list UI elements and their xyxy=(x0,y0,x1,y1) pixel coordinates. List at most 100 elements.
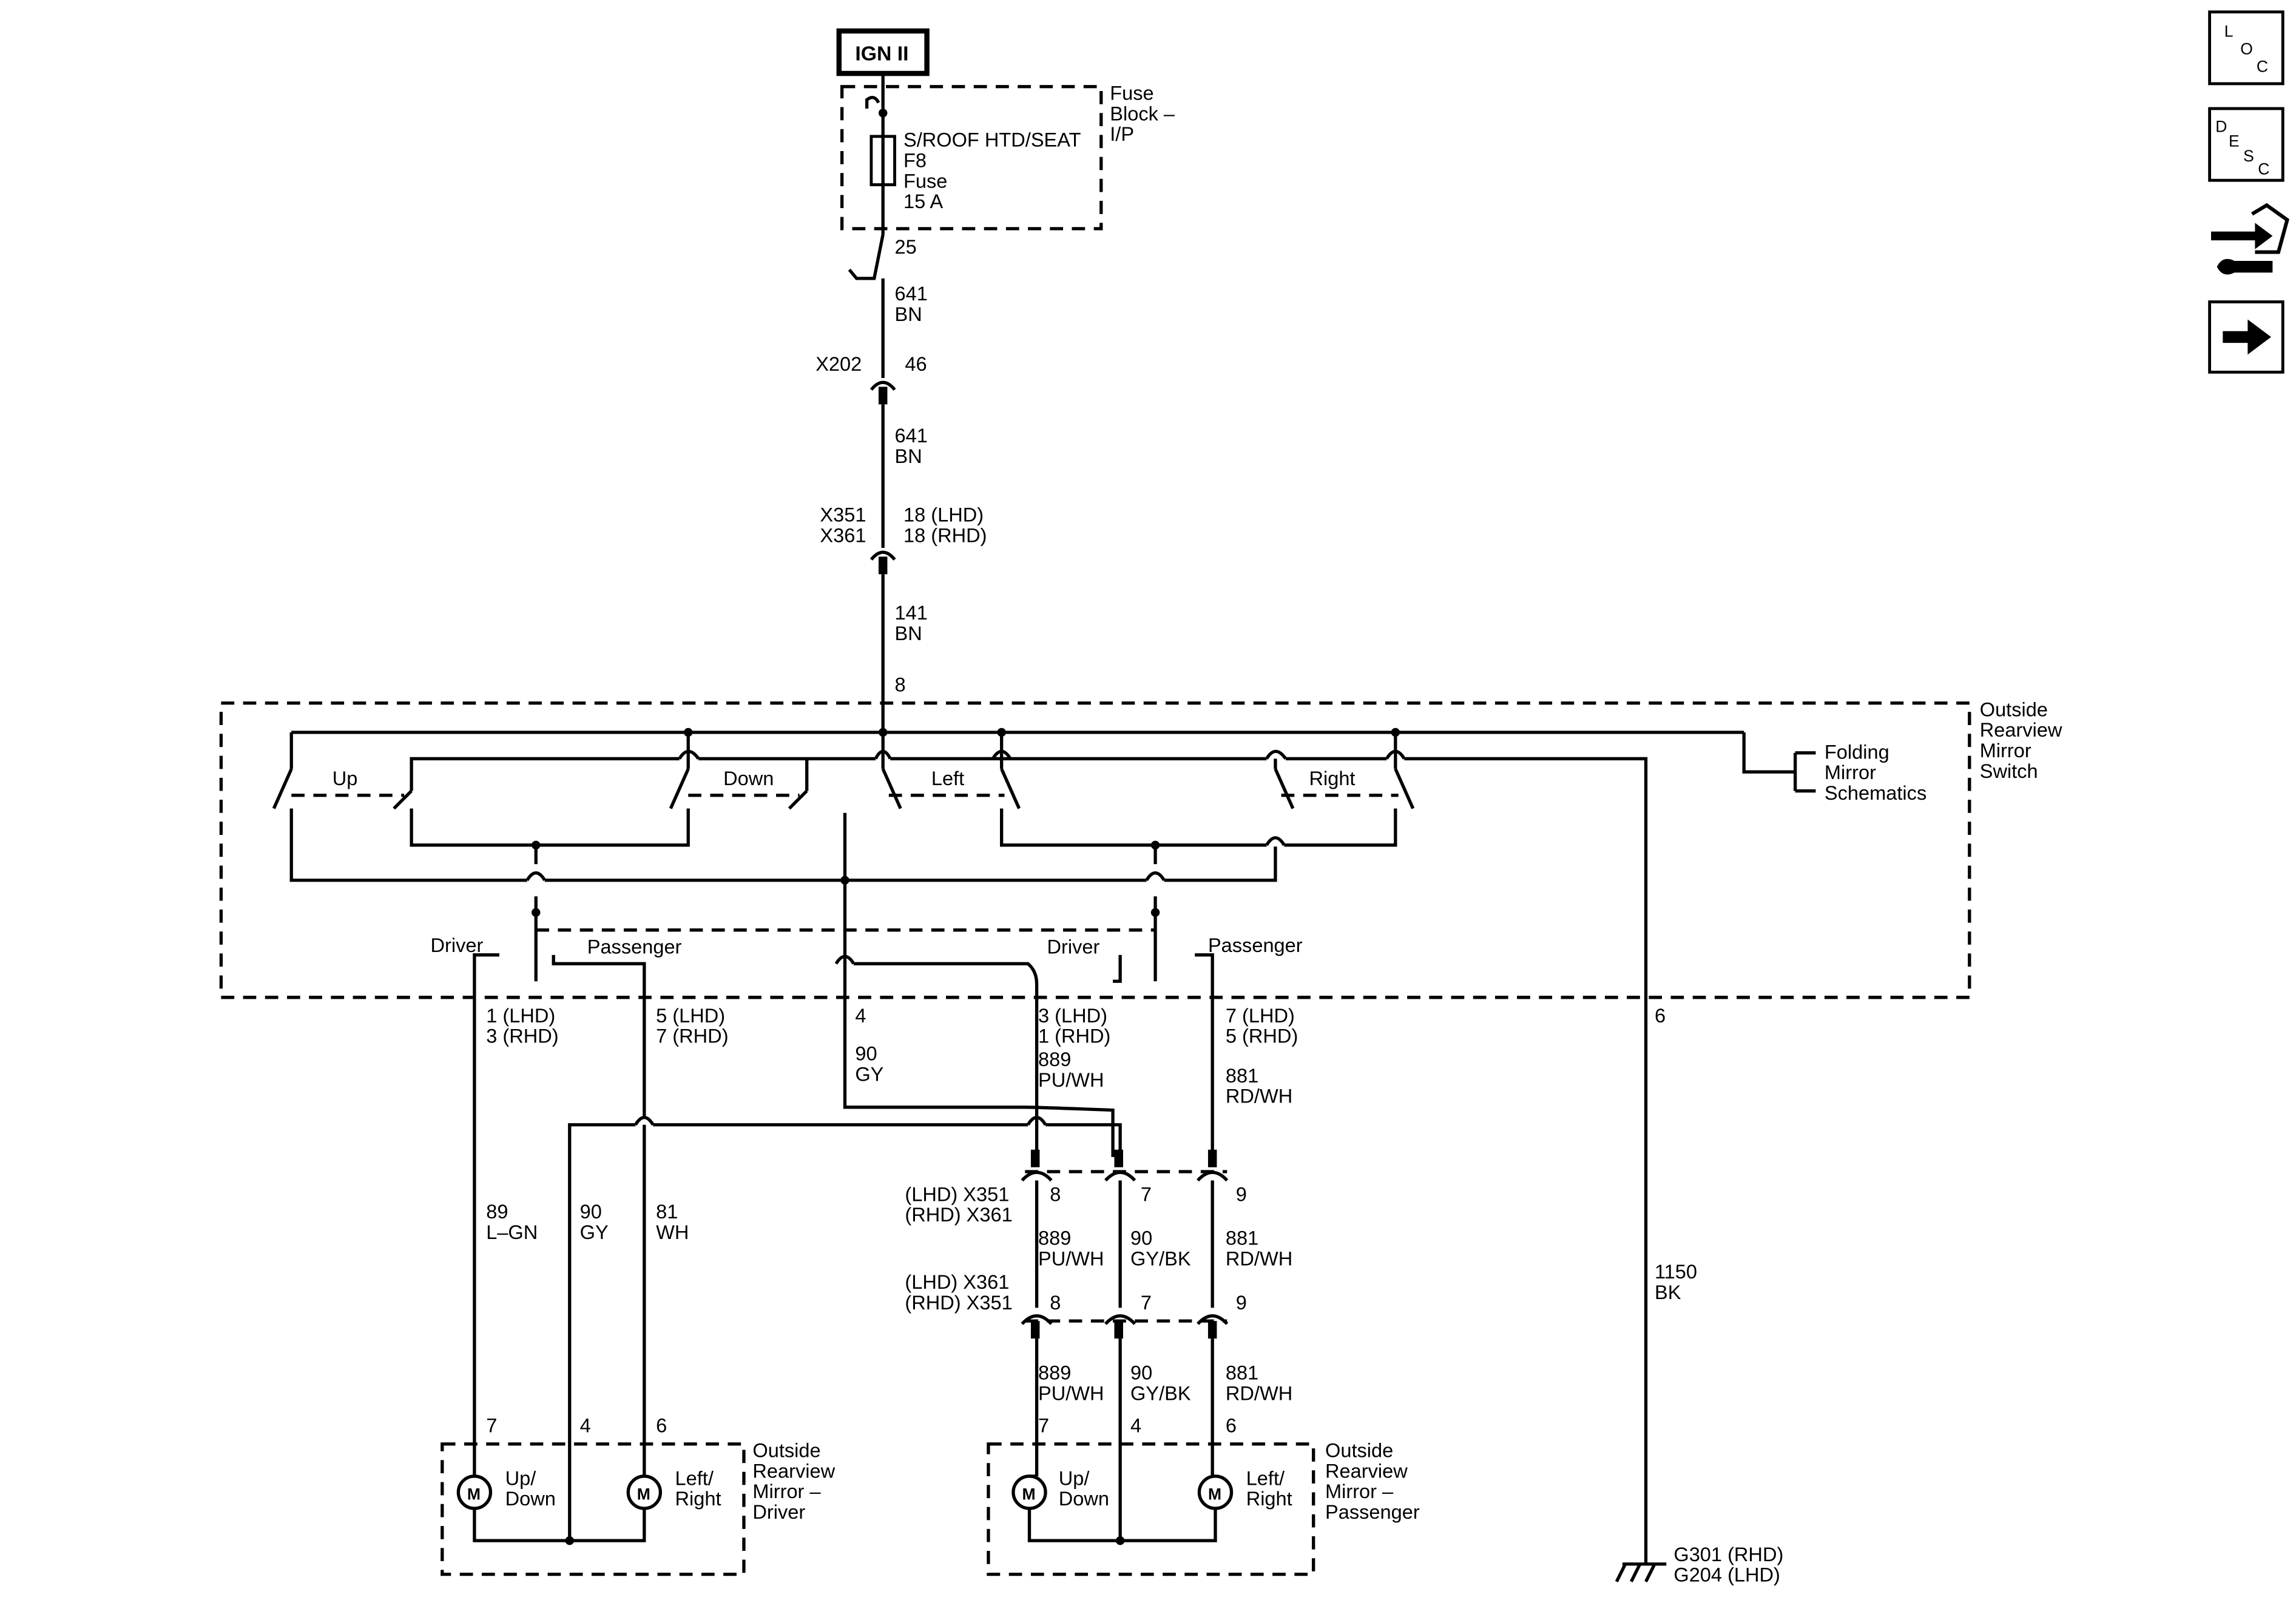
selector-driver-2: Driver xyxy=(1047,936,1099,957)
switch-up-label: Up xyxy=(333,768,358,789)
desc-letter-c: C xyxy=(2258,160,2269,178)
wire-641-b-color: BN xyxy=(895,445,922,467)
mirror-passenger: M M xyxy=(987,1442,1315,1576)
passenger-leftright-2: Right xyxy=(1246,1488,1292,1510)
output-4-pin-rhd: 1 (RHD) xyxy=(1038,1025,1110,1047)
connector-pin-rhd: 18 (RHD) xyxy=(903,524,987,546)
driver-leftright-motor: M xyxy=(637,1485,650,1504)
driver-mirror-name-2: Rearview xyxy=(752,1460,835,1482)
conn1-pin-2: 7 xyxy=(1141,1183,1152,1205)
loc-letter-c: C xyxy=(2257,58,2268,76)
selector-passenger-2: Passenger xyxy=(1208,934,1303,956)
wire-641-b-circuit: 641 xyxy=(895,425,928,447)
output-5-circuit: 881 xyxy=(1226,1065,1258,1087)
mirror-switch: Up Down Left Right Driver Passenger Driv… xyxy=(219,701,1971,1509)
switch-name-3: Mirror xyxy=(1980,740,2031,761)
desc-letter-e: E xyxy=(2229,132,2240,150)
driver-wire-90-color: GY xyxy=(580,1221,609,1243)
connector-end-view-icon xyxy=(2211,203,2289,275)
loc-button[interactable]: L O C xyxy=(2208,10,2284,86)
connector-end-view-button[interactable] xyxy=(2211,203,2289,275)
output-4-circuit: 889 xyxy=(1038,1048,1071,1070)
desc-button[interactable]: D E S C xyxy=(2208,107,2284,182)
fuse-rating: 15 A xyxy=(903,191,943,212)
driver-leftright-1: Left/ xyxy=(675,1467,714,1489)
mid-wire-2-color: GY/BK xyxy=(1130,1247,1191,1269)
driver-mirror-name-3: Mirror – xyxy=(752,1480,821,1502)
driver-wire-81-color: WH xyxy=(656,1221,689,1243)
wire-641-a-color: BN xyxy=(895,303,922,325)
driver-wire-89: 89 xyxy=(486,1201,508,1223)
output-3-pin: 4 xyxy=(855,1005,866,1027)
passenger-leftright-1: Left/ xyxy=(1246,1467,1285,1489)
wire-641-a-circuit: 641 xyxy=(895,283,928,305)
conn2-label-lhd: (LHD) X361 xyxy=(905,1271,1009,1293)
driver-wire-89-color: L–GN xyxy=(486,1221,538,1243)
folding-label-2: Mirror xyxy=(1825,761,1876,783)
desc-letter-d: D xyxy=(2215,118,2227,136)
passenger-updown-2: Down xyxy=(1059,1488,1109,1510)
mirror-driver: M M xyxy=(441,1442,746,1576)
switch-input-pin: 8 xyxy=(895,673,906,695)
fuse-block-label-1: Fuse xyxy=(1110,82,1153,104)
fuse-block-label-3: I/P xyxy=(1110,123,1134,145)
driver-mirror-pin-7: 7 xyxy=(486,1415,497,1437)
conn1-pin-1: 8 xyxy=(1050,1183,1061,1205)
right-arrow-icon xyxy=(2223,319,2271,355)
passenger-mirror-name-2: Rearview xyxy=(1325,1460,1408,1482)
passenger-mirror-name-4: Passenger xyxy=(1325,1501,1420,1523)
switch-left-label: Left xyxy=(931,768,964,789)
mid-wire-1-color: PU/WH xyxy=(1038,1247,1104,1269)
passenger-mirror-name-3: Mirror – xyxy=(1325,1480,1394,1502)
passenger-updown-motor: M xyxy=(1022,1485,1035,1504)
selector-passenger-1: Passenger xyxy=(587,936,682,957)
connector-x361-label: X361 xyxy=(820,524,866,546)
lower-wiring xyxy=(473,997,1667,1582)
output-4-pin-lhd: 3 (LHD) xyxy=(1038,1005,1107,1027)
low-wire-3-color: RD/WH xyxy=(1226,1382,1292,1404)
output-2-pin-rhd: 7 (RHD) xyxy=(656,1025,728,1047)
conn2-pin-3: 9 xyxy=(1236,1292,1247,1314)
fuse-name: S/ROOF HTD/SEAT xyxy=(903,129,1081,151)
passenger-mirror-name-1: Outside xyxy=(1325,1440,1393,1462)
driver-leftright-2: Right xyxy=(675,1488,721,1510)
output-1-pin-lhd: 1 (LHD) xyxy=(486,1005,555,1027)
loc-letter-l: L xyxy=(2224,22,2234,41)
conn2-pin-2: 7 xyxy=(1141,1292,1152,1314)
fuse-block xyxy=(840,85,1103,235)
output-6-pin: 6 xyxy=(1655,1005,1666,1027)
switch-name-1: Outside xyxy=(1980,698,2048,720)
driver-mirror-pin-4: 4 xyxy=(580,1415,591,1437)
passenger-mirror-pin-6: 6 xyxy=(1226,1415,1237,1437)
selector-driver-1: Driver xyxy=(431,934,484,956)
mid-wire-3-color: RD/WH xyxy=(1226,1247,1292,1269)
conn2-label-rhd: (RHD) X351 xyxy=(905,1292,1012,1314)
passenger-mirror-pin-4: 4 xyxy=(1130,1415,1141,1437)
connector-pin-lhd: 18 (LHD) xyxy=(903,504,984,526)
output-4-color: PU/WH xyxy=(1038,1069,1104,1091)
switch-name-2: Rearview xyxy=(1980,719,2062,741)
conn2-pin-1: 8 xyxy=(1050,1292,1061,1314)
ign-label: IGN II xyxy=(855,42,908,65)
conn1-label-rhd: (RHD) X361 xyxy=(905,1204,1012,1226)
fuse-out-pin: 25 xyxy=(895,236,917,258)
connector-x202 xyxy=(869,380,896,405)
mid-wire-3-circuit: 881 xyxy=(1226,1227,1258,1249)
folding-label-1: Folding xyxy=(1825,741,1889,763)
output-5-pin-rhd: 5 (RHD) xyxy=(1226,1025,1298,1047)
passenger-leftright-motor: M xyxy=(1208,1485,1221,1504)
wire-141-color: BN xyxy=(895,623,922,644)
fuse-type: Fuse xyxy=(903,170,947,192)
driver-updown-motor: M xyxy=(467,1485,481,1504)
next-page-button[interactable] xyxy=(2208,300,2284,374)
conn1-pin-3: 9 xyxy=(1236,1183,1247,1205)
ground-lhd-label: G204 (LHD) xyxy=(1673,1564,1780,1586)
output-2-pin-lhd: 5 (LHD) xyxy=(656,1005,725,1027)
connector-x202-pin: 46 xyxy=(905,353,927,375)
driver-wire-90: 90 xyxy=(580,1201,602,1223)
ground-wire-circuit: 1150 xyxy=(1655,1261,1697,1283)
passenger-mirror-pin-7: 7 xyxy=(1038,1415,1049,1437)
connector-x202-label: X202 xyxy=(815,353,862,375)
ign-source: IGN II xyxy=(836,28,930,76)
low-wire-2-color: GY/BK xyxy=(1130,1382,1191,1404)
